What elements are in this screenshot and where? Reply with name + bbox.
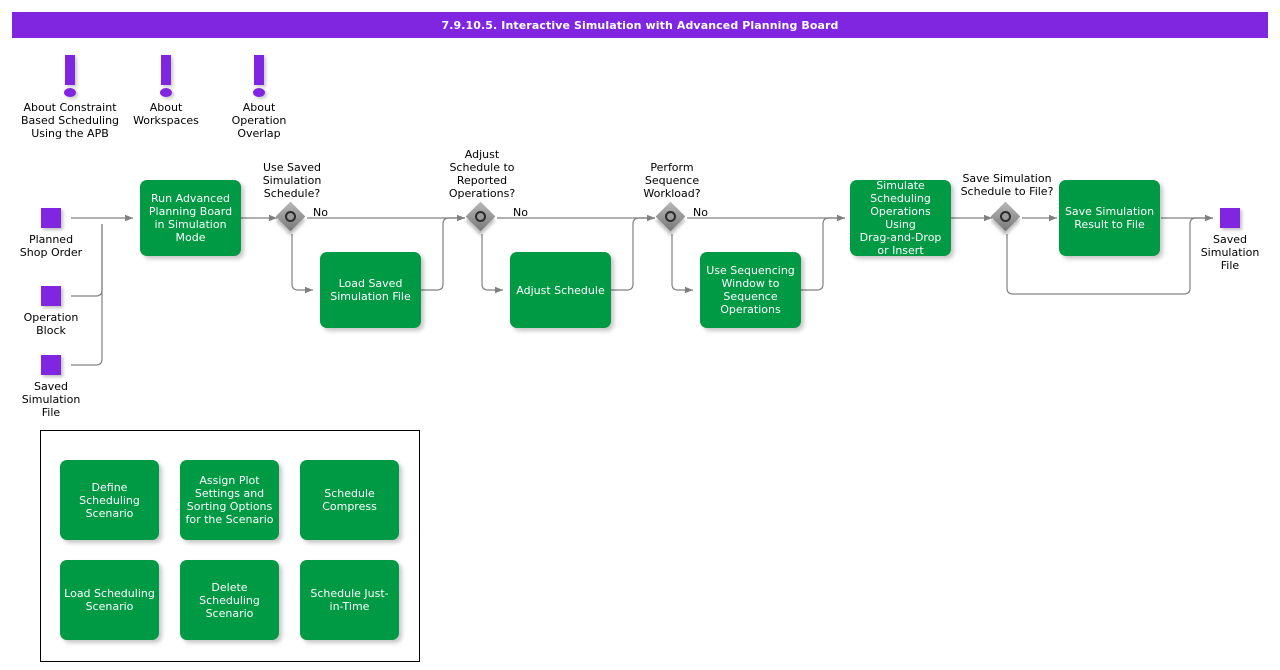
exclamation-icon <box>199 55 319 101</box>
saved-simulation-file-output-label: Saved Simulation File <box>1200 233 1260 272</box>
input-node-planned-shop-order[interactable]: Planned Shop Order <box>0 208 111 259</box>
panel-box-load-scheduling-scenario[interactable]: Load Scheduling Scenario <box>60 560 159 640</box>
exclamation-icon <box>106 55 226 101</box>
process-save-simulation-result-to-file[interactable]: Save Simulation Result to File <box>1059 180 1160 256</box>
decision-save-simulation-schedule-to-file[interactable] <box>990 201 1022 233</box>
data-node-icon <box>1220 208 1240 228</box>
about-constraint-based-scheduling[interactable]: About Constraint Based Scheduling Using … <box>10 55 130 140</box>
operation-block-label: Operation Block <box>23 311 79 337</box>
decision-ring-icon <box>285 211 296 222</box>
input-node-saved-simulation-file[interactable]: Saved Simulation File <box>0 355 111 419</box>
process-load-saved-simulation-file[interactable]: Load Saved Simulation File <box>320 252 421 328</box>
about-constraint-based-scheduling-label: About Constraint Based Scheduling Using … <box>20 101 120 140</box>
exclamation-bar-icon <box>161 55 171 85</box>
panel-box-define-scheduling-scenario-label: Define Scheduling Scenario <box>79 480 140 520</box>
page-title-bar: 7.9.10.5. Interactive Simulation with Ad… <box>12 12 1268 38</box>
decision-perform-sequence-workload-label: Perform Sequence Workload? <box>643 161 701 200</box>
exclamation-icon <box>10 55 130 101</box>
process-save-simulation-result-to-file-label: Save Simulation Result to File <box>1064 205 1155 231</box>
exclamation-bar-icon <box>65 55 75 85</box>
exclamation-dot-icon <box>160 88 172 97</box>
decision-perform-sequence-workload[interactable] <box>655 201 687 233</box>
exclamation-dot-icon <box>64 88 76 97</box>
panel-box-schedule-just-in-time-label: Schedule Just- in-Time <box>310 587 389 613</box>
decision-adjust-schedule-to-reported-operations-label: Adjust Schedule to Reported Operations? <box>448 148 516 200</box>
decision-use-saved-simulation-schedule[interactable] <box>275 201 307 233</box>
decision-save-simulation-schedule-to-file-label: Save Simulation Schedule to File? <box>960 172 1054 198</box>
panel-box-define-scheduling-scenario[interactable]: Define Scheduling Scenario <box>60 460 159 540</box>
panel-box-load-scheduling-scenario-label: Load Scheduling Scenario <box>64 587 155 613</box>
process-adjust-schedule-label: Adjust Schedule <box>516 283 605 297</box>
panel-box-schedule-just-in-time[interactable]: Schedule Just- in-Time <box>300 560 399 640</box>
page-title: 7.9.10.5. Interactive Simulation with Ad… <box>441 18 839 32</box>
panel-box-assign-plot-settings-label: Assign Plot Settings and Sorting Options… <box>185 474 274 526</box>
data-node-icon <box>41 208 61 228</box>
process-load-saved-simulation-file-label: Load Saved Simulation File <box>330 277 411 303</box>
decision-ring-icon <box>1000 211 1011 222</box>
edge-label-no-1: No <box>313 206 328 219</box>
data-node-icon <box>41 355 61 375</box>
process-run-advanced-planning-board-label: Run Advanced Planning Board in Simulatio… <box>148 192 233 244</box>
panel-box-delete-scheduling-scenario[interactable]: Delete Scheduling Scenario <box>180 560 279 640</box>
exclamation-bar-icon <box>254 55 264 85</box>
decision-ring-icon <box>475 211 486 222</box>
edge-label-no-3: No <box>693 206 708 219</box>
process-use-sequencing-window-label: Use Sequencing Window to Sequence Operat… <box>706 264 795 316</box>
about-operation-overlap-label: About Operation Overlap <box>231 101 287 140</box>
decision-use-saved-simulation-schedule-label: Use Saved Simulation Schedule? <box>262 161 322 200</box>
panel-box-schedule-compress[interactable]: Schedule Compress <box>300 460 399 540</box>
planned-shop-order-label: Planned Shop Order <box>19 233 83 259</box>
decision-ring-icon <box>665 211 676 222</box>
process-simulate-scheduling-operations-label: Simulate Scheduling Operations Using Dra… <box>859 179 942 257</box>
output-node-saved-simulation-file[interactable]: Saved Simulation File <box>1170 208 1280 272</box>
about-workspaces-label: About Workspaces <box>133 101 199 127</box>
decision-adjust-schedule-to-reported-operations[interactable] <box>465 201 497 233</box>
edge-label-no-2: No <box>513 206 528 219</box>
process-simulate-scheduling-operations[interactable]: Simulate Scheduling Operations Using Dra… <box>850 179 951 257</box>
saved-simulation-file-input-label: Saved Simulation File <box>21 380 81 419</box>
process-adjust-schedule[interactable]: Adjust Schedule <box>510 252 611 328</box>
about-operation-overlap[interactable]: About Operation Overlap <box>199 55 319 140</box>
panel-box-schedule-compress-label: Schedule Compress <box>322 487 377 513</box>
exclamation-dot-icon <box>253 88 265 97</box>
process-run-advanced-planning-board[interactable]: Run Advanced Planning Board in Simulatio… <box>140 180 241 256</box>
about-workspaces[interactable]: About Workspaces <box>106 55 226 127</box>
data-node-icon <box>41 286 61 306</box>
process-use-sequencing-window[interactable]: Use Sequencing Window to Sequence Operat… <box>700 252 801 328</box>
input-node-operation-block[interactable]: Operation Block <box>0 286 111 337</box>
panel-box-delete-scheduling-scenario-label: Delete Scheduling Scenario <box>199 580 260 620</box>
panel-box-assign-plot-settings[interactable]: Assign Plot Settings and Sorting Options… <box>180 460 279 540</box>
